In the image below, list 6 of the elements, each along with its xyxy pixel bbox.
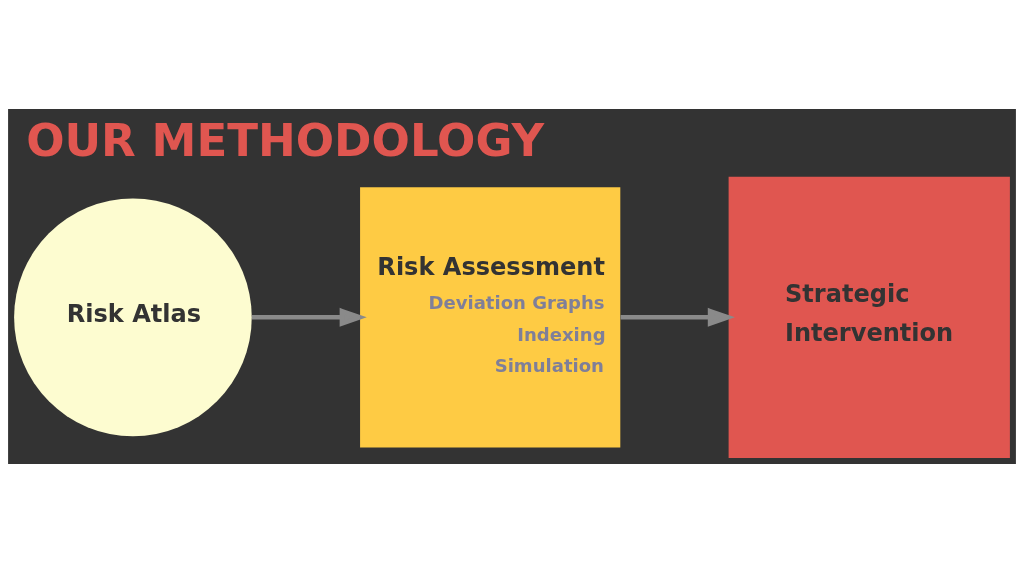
arrow [620,307,735,327]
node-box: Risk Assessment Deviation Graphs Indexing Simulation [360,187,621,448]
diagram-title: OUR METHODOLOGY [26,113,545,167]
node-circle: Risk Atlas [14,198,252,437]
arrow [251,307,367,327]
node-box: Strategic Intervention [728,176,1010,458]
